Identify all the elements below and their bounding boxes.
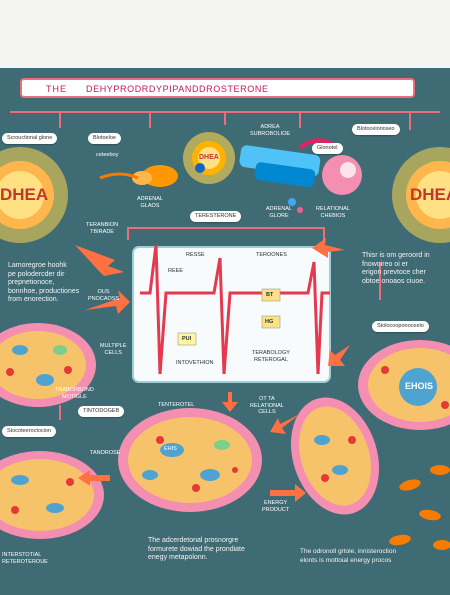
molecule-chain (99, 138, 362, 213)
label-adrenal-glore: ADRENAL GLORE (266, 206, 292, 219)
chart-label-terabology: TERABOLOGY RETEROGAL (252, 350, 290, 363)
label-tanorose: TANOROSE (90, 450, 121, 456)
label-traborbond: TRABORBOND MOTIGLE (55, 387, 94, 400)
chart-label-resse: RESSE (186, 252, 205, 258)
label-ot-relational: OT TA RELATIONAL CELLS (250, 396, 284, 415)
cell-right (358, 340, 450, 430)
label-tenterotel: TENTEROTEL (158, 402, 195, 408)
sun-right-label: DHEA (410, 185, 450, 204)
label-ceteeboy: ceteeboy (96, 152, 119, 158)
label-stolocooponoceelo: Stolocooponoceelo (372, 321, 429, 332)
title-prefix: THE (46, 84, 67, 94)
paragraph-right: Thisr is om geroord in fnowoireo oi er e… (362, 252, 430, 285)
capsules (389, 465, 450, 550)
paragraph-right-bottom: The odronoll grtole, innisteroction elon… (300, 548, 397, 564)
sun-center-label: DHEA (199, 154, 219, 161)
chart-label-reee: REEE (168, 268, 183, 274)
chart-label-bt: BT (266, 292, 274, 298)
sun-left-label: DHEA (0, 185, 49, 204)
label-teresterone: TERESTERONE (190, 211, 242, 222)
label-adrea-subrobolioe: ADREA SUBROBOLIOE (250, 124, 291, 137)
cell-middle-right (290, 397, 380, 515)
chart-label-teroones: TEROONES (256, 252, 287, 258)
chart-panel (132, 244, 331, 383)
cell-center (118, 408, 262, 512)
label-glonotel: Glonotel (312, 143, 343, 154)
cell-lower-left (0, 451, 104, 539)
flow-bracket-top (127, 227, 325, 240)
label-blotocelorioseo: Blotocelorioseo (352, 124, 400, 135)
label-energy-product: ENERGY PRODUCT (262, 500, 290, 513)
label-tintodogeb: TINTODOGEB (78, 406, 125, 417)
label-ehis-small: EHIS (164, 446, 177, 452)
page-title: DEHYPRODRDYPIPANDDROSTERONE (86, 84, 269, 94)
sun-right-graphic (392, 147, 450, 243)
paragraph-center-bottom: The adcerdetonal prosnorgre formurete do… (148, 537, 245, 561)
pulse-line (140, 244, 330, 375)
chart-label-intovethion: INTOVETHION (176, 360, 214, 366)
flow-lines (10, 111, 440, 420)
cell-left (0, 323, 96, 407)
label-multiple-cells: MULTIPLE CELLS (100, 343, 127, 356)
label-ous-pnocaoss: OUS PNOCAOSS (88, 289, 120, 302)
label-ehois: EHOIS (405, 381, 434, 391)
label-blotoeloe: Blotoeloe (88, 133, 121, 144)
label-stocoteeroctocion: Stocoteeroctocion (2, 426, 57, 437)
label-relational-chebios: RELATIONAL CHEBIOS (316, 206, 350, 219)
label-interstotial: INTERSTOTIAL RETEROTEROUE (2, 552, 48, 565)
label-teranbion: TERANBION TBIRADE (86, 222, 119, 235)
label-structural-glone: Scrouctional glone (2, 133, 58, 144)
chart-label-hg: HG (265, 319, 274, 325)
paragraph-left: Lamoregroe hoohk pe polodercder dir prep… (8, 262, 80, 303)
title-banner: THE DEHYPRODRDYPIPANDDROSTERONE (20, 78, 415, 98)
sun-left-graphic (0, 147, 68, 243)
chart-label-pui: PUI (182, 336, 192, 342)
label-adrenal-glaos: ADRENAL GLAOS (137, 196, 163, 209)
arrows (75, 238, 350, 502)
